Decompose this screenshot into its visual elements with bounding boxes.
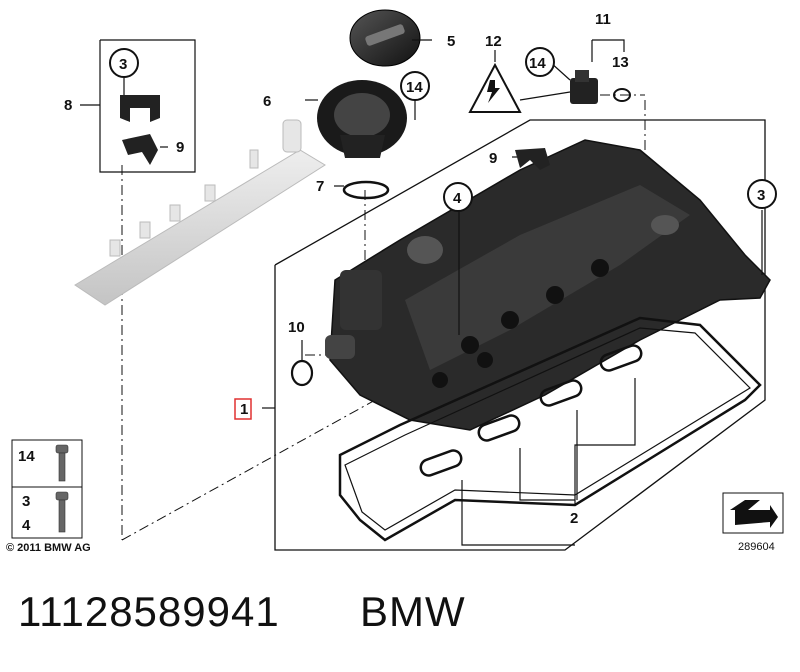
callout-8: 8 <box>64 97 72 114</box>
o-ring-7 <box>342 180 390 200</box>
o-ring-10 <box>290 359 314 387</box>
copyright-text: © 2011 BMW AG <box>6 542 91 554</box>
cylinder-head-cover-part <box>325 139 771 431</box>
callout-13: 13 <box>612 54 629 71</box>
legend-label-14: 14 <box>18 448 35 465</box>
clip-part-upper <box>120 95 160 122</box>
oil-filler-cap-part <box>349 9 421 67</box>
callout-7: 7 <box>316 178 324 195</box>
callout-4: 4 <box>453 190 462 207</box>
filler-neck-part <box>317 80 407 158</box>
fuel-rail-part <box>74 119 326 306</box>
callout-6: 6 <box>263 93 271 110</box>
plug-seal-parts <box>419 344 643 477</box>
clip-part-9 <box>515 148 550 170</box>
warning-triangle-icon <box>468 62 522 113</box>
image-number-box <box>722 492 784 534</box>
gasket-part <box>338 316 762 542</box>
clip-part-lower <box>122 134 158 165</box>
callout-14b: 14 <box>529 55 546 72</box>
leader-lines-2 <box>461 378 636 546</box>
legend-label-4: 4 <box>22 517 31 534</box>
callout-3b: 3 <box>757 187 765 204</box>
assembly-frame-line <box>274 119 766 551</box>
callout-9a: 9 <box>176 139 184 156</box>
callout-3a: 3 <box>119 56 127 73</box>
bracket-box-8 <box>99 39 196 173</box>
exploded-parts-diagram: 1 2 3 3 4 5 6 7 8 9 9 10 11 12 13 14 14 … <box>11 9 784 553</box>
callout-12: 12 <box>485 33 502 50</box>
callout-1: 1 <box>240 401 248 418</box>
bolt-legend <box>11 439 83 539</box>
callout-circles <box>109 47 777 212</box>
brand-name: BMW <box>360 588 466 635</box>
part-number: 11128589941 <box>18 588 280 635</box>
callout-14a: 14 <box>406 79 423 96</box>
camshaft-sensor-part <box>519 70 631 104</box>
callout-5: 5 <box>447 33 455 50</box>
callout-9b: 9 <box>489 150 497 167</box>
callout-11: 11 <box>595 11 611 28</box>
callout-10: 10 <box>288 319 305 336</box>
callout-1-highlight <box>234 398 252 420</box>
image-number: 289604 <box>738 541 775 553</box>
legend-label-3: 3 <box>22 493 30 510</box>
callout-2: 2 <box>570 510 578 527</box>
